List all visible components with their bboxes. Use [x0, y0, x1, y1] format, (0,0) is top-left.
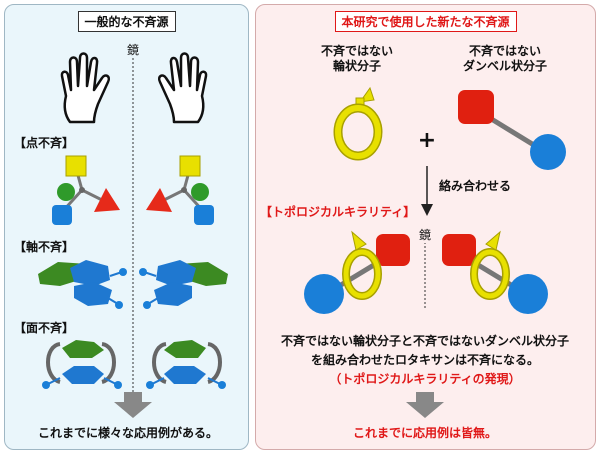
right-mirror-label: 鏡	[418, 226, 432, 243]
planar-chirality-molecule-left	[42, 340, 122, 389]
ring-label-line1: 不斉ではない	[320, 44, 394, 58]
rotaxane-molecule-right	[442, 230, 548, 314]
right-panel-title: 本研究で使用した新たな不斉源	[334, 11, 517, 32]
description-line3: （トポロジカルキラリティの発現）	[329, 372, 521, 386]
planar-chirality-label: 【面不斉】	[14, 321, 75, 335]
left-panel: 一般的な不斉源	[4, 4, 249, 450]
ring-molecule-label: 不斉ではない 輪状分子	[321, 44, 393, 74]
ring-molecule	[333, 86, 383, 161]
left-panel-title: 一般的な不斉源	[77, 11, 176, 32]
axial-chirality-molecule-left	[38, 260, 127, 309]
point-chirality-label: 【点不斉】	[14, 136, 75, 150]
dumbbell-molecule	[458, 90, 566, 170]
axial-chirality-label: 【軸不斉】	[14, 240, 75, 254]
plus-sign: +	[417, 128, 437, 153]
right-bottom-text: これまでに応用例は皆無。	[352, 426, 498, 440]
left-down-arrow-icon	[114, 392, 152, 418]
right-hand-icon	[158, 52, 208, 124]
ring-label-line2: 輪状分子	[332, 59, 382, 73]
right-down-arrow-icon	[406, 392, 444, 418]
axial-chirality-molecule-right	[139, 260, 228, 309]
point-chirality-molecule-left	[52, 155, 120, 225]
dumbbell-label-line2: ダンベル状分子	[462, 59, 548, 73]
point-chirality-molecule-right	[146, 155, 214, 225]
rotaxane-molecule-left	[304, 230, 410, 314]
left-hand-icon	[60, 52, 110, 124]
dumbbell-label-line1: 不斉ではない	[468, 44, 542, 58]
rotaxane-description: 不斉ではない輪状分子と不斉ではないダンベル状分子 を組み合わせたロタキサンは不斉…	[281, 332, 569, 389]
left-bottom-text: これまでに様々な応用例がある。	[37, 426, 219, 440]
left-mirror-label: 鏡	[126, 41, 140, 58]
dumbbell-molecule-label: 不斉ではない ダンベル状分子	[463, 44, 547, 74]
topological-chirality-label: 【トポロジカルキラリティ】	[260, 205, 416, 219]
description-line2: を組み合わせたロタキサンは不斉になる。	[310, 353, 540, 367]
right-panel: 本研究で使用した新たな不斉源	[255, 4, 596, 450]
combine-arrow-icon	[421, 166, 433, 216]
description-line1: 不斉ではない輪状分子と不斉ではないダンベル状分子	[280, 334, 570, 348]
planar-chirality-molecule-right	[146, 340, 226, 389]
combine-label: 絡み合わせる	[439, 179, 512, 193]
